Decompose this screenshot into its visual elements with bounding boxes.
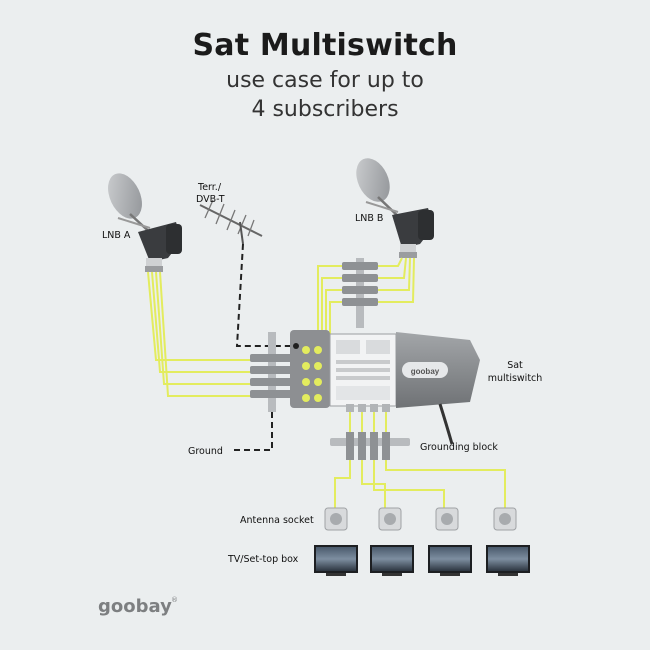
logo-text: goobay — [98, 596, 172, 617]
satellite-dish-a — [108, 173, 157, 239]
subtitle-line-2: 4 subscribers — [251, 97, 399, 122]
grounding-block-label: Grounding block — [420, 442, 498, 453]
antenna-socket-2 — [378, 507, 402, 531]
antenna-socket-3 — [435, 507, 459, 531]
antenna-socket-4 — [493, 507, 517, 531]
terrestrial-cable — [235, 243, 290, 347]
lnb-b-grounding-block — [342, 258, 378, 328]
lnb-b-icon — [392, 208, 434, 258]
multiswitch-label-line-1: Sat — [507, 360, 523, 371]
output-grounding-block — [330, 432, 410, 460]
tv-label: TV/Set-top box — [227, 554, 299, 565]
multiswitch-label-line-2: multiswitch — [488, 373, 543, 384]
tv-1 — [314, 545, 358, 576]
logo-registered-mark: ® — [171, 596, 178, 604]
tv-4 — [486, 545, 530, 576]
lnb-a-icon — [138, 222, 182, 272]
tv-3 — [428, 545, 472, 576]
antenna-socket-label: Antenna socket — [240, 515, 314, 526]
lnb-b-label: LNB B — [355, 213, 383, 224]
subtitle-line-1: use case for up to — [226, 68, 424, 93]
ground-label: Ground — [188, 446, 223, 457]
sat-multiswitch-device: goobay — [290, 330, 480, 445]
device-brand-label: goobay — [411, 367, 440, 376]
satellite-dish-b — [356, 158, 403, 221]
tv-2 — [370, 545, 414, 576]
page-title: Sat Multiswitch — [192, 28, 458, 63]
input-grounding-block — [250, 332, 294, 412]
terr-label-line-2: DVB-T — [196, 194, 225, 205]
terrestrial-antenna-icon — [199, 199, 263, 245]
antenna-socket-1 — [324, 507, 348, 531]
lnb-a-label: LNB A — [102, 230, 131, 241]
goobay-logo: goobay ® — [98, 596, 178, 617]
ground-line — [232, 412, 273, 451]
terr-label-line-1: Terr./ — [197, 182, 222, 193]
